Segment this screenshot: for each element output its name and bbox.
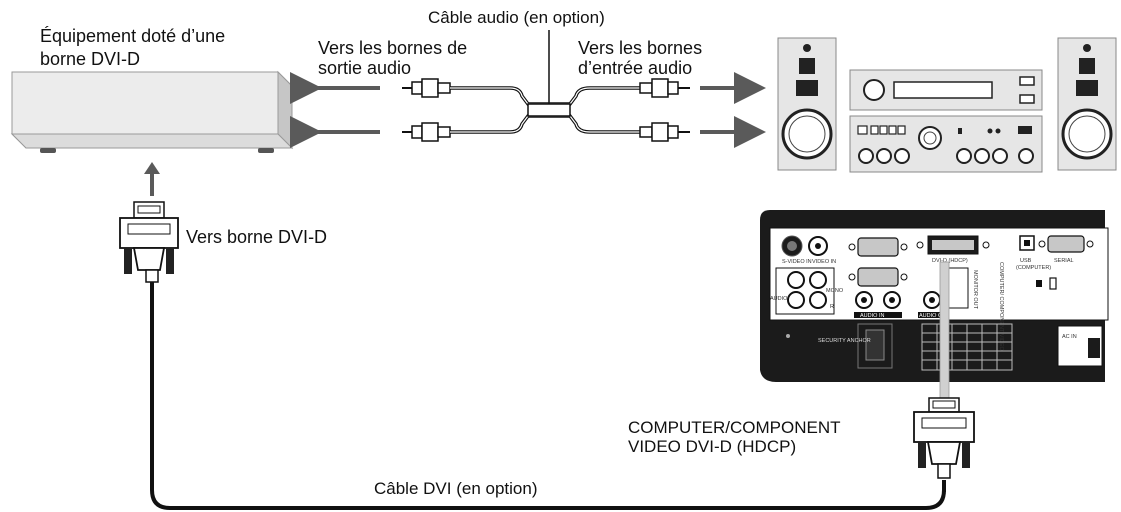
dvi-terminal-label: Vers borne DVI-D [186, 227, 328, 247]
rca-plug-right-top [639, 78, 690, 98]
stereo-system [777, 37, 1117, 173]
left-speaker-icon [777, 37, 837, 171]
amplifier-tuner [849, 69, 1043, 111]
projector-rear-panel: S-VIDEO IN VIDEO IN DVI-D (HDCP) USB (CO… [760, 210, 1109, 382]
right-speaker-icon [1057, 37, 1117, 171]
panel-label-dvi-d-hdcp: DVI-D (HDCP) [932, 258, 968, 264]
panel-label-audio: AUDIO [770, 296, 788, 302]
projector-port-label-line2: VIDEO DVI-D (HDCP) [628, 437, 797, 456]
panel-label-monitor-out: MONITOR OUT [972, 270, 978, 310]
audio-cable-label: Câble audio (en option) [428, 8, 605, 27]
dvi-cable [150, 282, 946, 510]
audio-cable [402, 30, 690, 142]
dvi-cable-to-projector [939, 261, 950, 401]
audio-in-label-line1: Vers les bornes [578, 38, 703, 58]
panel-label-usb: USB [1020, 258, 1032, 264]
audio-in-label-line2: d’entrée audio [578, 58, 693, 78]
vent-grille [921, 323, 1013, 371]
panel-label-ac-in: AC IN [1062, 334, 1077, 340]
panel-label-s-video-in: S-VIDEO IN [782, 259, 812, 265]
panel-label-audio-out: AUDIO OUT [919, 313, 950, 319]
rca-plug-left-bottom [402, 122, 451, 142]
dvi-arrow-to-device [144, 162, 160, 196]
audio-out-label-line2: sortie audio [318, 58, 412, 78]
panel-label-r: R [830, 304, 834, 310]
dvi-connector-left [119, 201, 179, 283]
audio-out-label-line1: Vers les bornes de [318, 38, 468, 58]
amplifier-main [849, 115, 1043, 173]
panel-label-security-anchor: SECURITY ANCHOR [818, 338, 871, 344]
panel-label-mono: MONO [826, 288, 844, 294]
dvi-source-device [10, 70, 294, 153]
panel-label-video-in: VIDEO IN [812, 259, 836, 265]
projector-port-label-line1: COMPUTER/COMPONENT [628, 418, 841, 437]
panel-label-usb-computer: (COMPUTER) [1016, 265, 1051, 271]
dvi-connector-right [913, 397, 975, 479]
panel-label-computer-component-video: COMPUTER/ COMPONENT VIDEO [998, 262, 1004, 352]
panel-label-audio-in: AUDIO IN [860, 313, 884, 319]
equipment-label-line2: borne DVI-D [40, 49, 141, 69]
rca-plug-left-top [402, 78, 451, 98]
dvi-cable-label: Câble DVI (en option) [374, 479, 538, 498]
rca-plug-right-bottom [639, 122, 690, 142]
panel-label-serial: SERIAL [1054, 258, 1074, 264]
equipment-label-line1: Équipement doté d’une [40, 26, 226, 46]
